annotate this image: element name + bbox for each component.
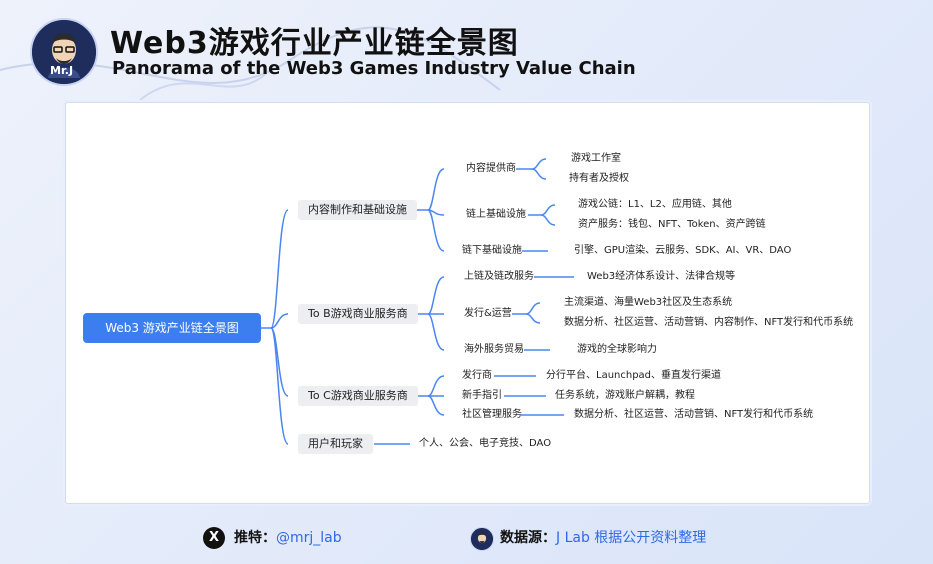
leaf-asset-services: 资产服务：钱包、NFT、Token、资产跨链	[578, 219, 766, 230]
leaf-community-services: 数据分析、社区运营、活动营销、NFT发行和代币系统	[574, 409, 814, 420]
node-onchain-migration: 上链及链改服务	[464, 271, 534, 282]
page-title: Web3游戏行业产业链全景图	[110, 26, 519, 61]
node-onboarding: 新手指引	[462, 390, 502, 401]
twitter-label: 推特：	[234, 530, 276, 546]
node-publishing-operations: 发行&运营	[464, 308, 512, 319]
node-publishers: 发行商	[462, 370, 492, 381]
leaf-offchain-tech: 引擎、GPU渲染、云服务、SDK、AI、VR、DAO	[574, 245, 792, 256]
source-value: J Lab 根据公开资料整理	[556, 530, 707, 546]
x-twitter-icon[interactable]: X	[203, 527, 225, 549]
page-subtitle: Panorama of the Web3 Games Industry Valu…	[112, 58, 636, 79]
node-users-players: 用户和玩家	[298, 434, 373, 454]
leaf-game-studios: 游戏工作室	[571, 153, 621, 164]
source-avatar-icon	[470, 527, 494, 551]
logo-avatar: Mr.J	[30, 18, 98, 86]
twitter-credit: 推特：@mrj_lab	[234, 526, 342, 550]
mindmap-card: Web3 游戏产业链全景图 内容制作和基础设施 To B游戏商业服务商 To C…	[65, 102, 870, 504]
leaf-game-chains: 游戏公链：L1、L2、应用链、其他	[578, 199, 732, 210]
source-credit: 数据源：J Lab 根据公开资料整理	[500, 526, 706, 550]
node-tob-services: To B游戏商业服务商	[298, 304, 418, 324]
twitter-handle[interactable]: @mrj_lab	[276, 530, 342, 546]
node-toc-services: To C游戏商业服务商	[298, 386, 418, 406]
node-overseas-trade: 海外服务贸易	[464, 344, 524, 355]
leaf-holders-licensing: 持有者及授权	[569, 173, 629, 184]
node-offchain-infrastructure: 链下基础设施	[462, 245, 522, 256]
node-onchain-infrastructure: 链上基础设施	[466, 209, 526, 220]
node-community-management: 社区管理服务	[462, 409, 522, 420]
leaf-global-influence: 游戏的全球影响力	[577, 344, 657, 355]
mindmap-connectors	[261, 158, 574, 445]
leaf-mainstream-channels: 主流渠道、海量Web3社区及生态系统	[564, 297, 733, 308]
leaf-quest-systems: 任务系统，游戏账户解耦，教程	[555, 390, 695, 401]
source-label: 数据源：	[500, 530, 556, 546]
leaf-publishing-platforms: 分行平台、Launchpad、垂直发行渠道	[546, 370, 722, 381]
leaf-user-types: 个人、公会、电子竞技、DAO	[419, 438, 552, 449]
leaf-economy-design: Web3经济体系设计、法律合规等	[587, 271, 736, 282]
leaf-data-operations: 数据分析、社区运营、活动营销、内容制作、NFT发行和代币系统	[564, 317, 854, 328]
mindmap-root: Web3 游戏产业链全景图	[83, 313, 261, 343]
node-content-providers: 内容提供商	[466, 163, 516, 174]
logo-text: Mr.J	[50, 64, 74, 77]
node-content-infrastructure: 内容制作和基础设施	[298, 200, 417, 220]
